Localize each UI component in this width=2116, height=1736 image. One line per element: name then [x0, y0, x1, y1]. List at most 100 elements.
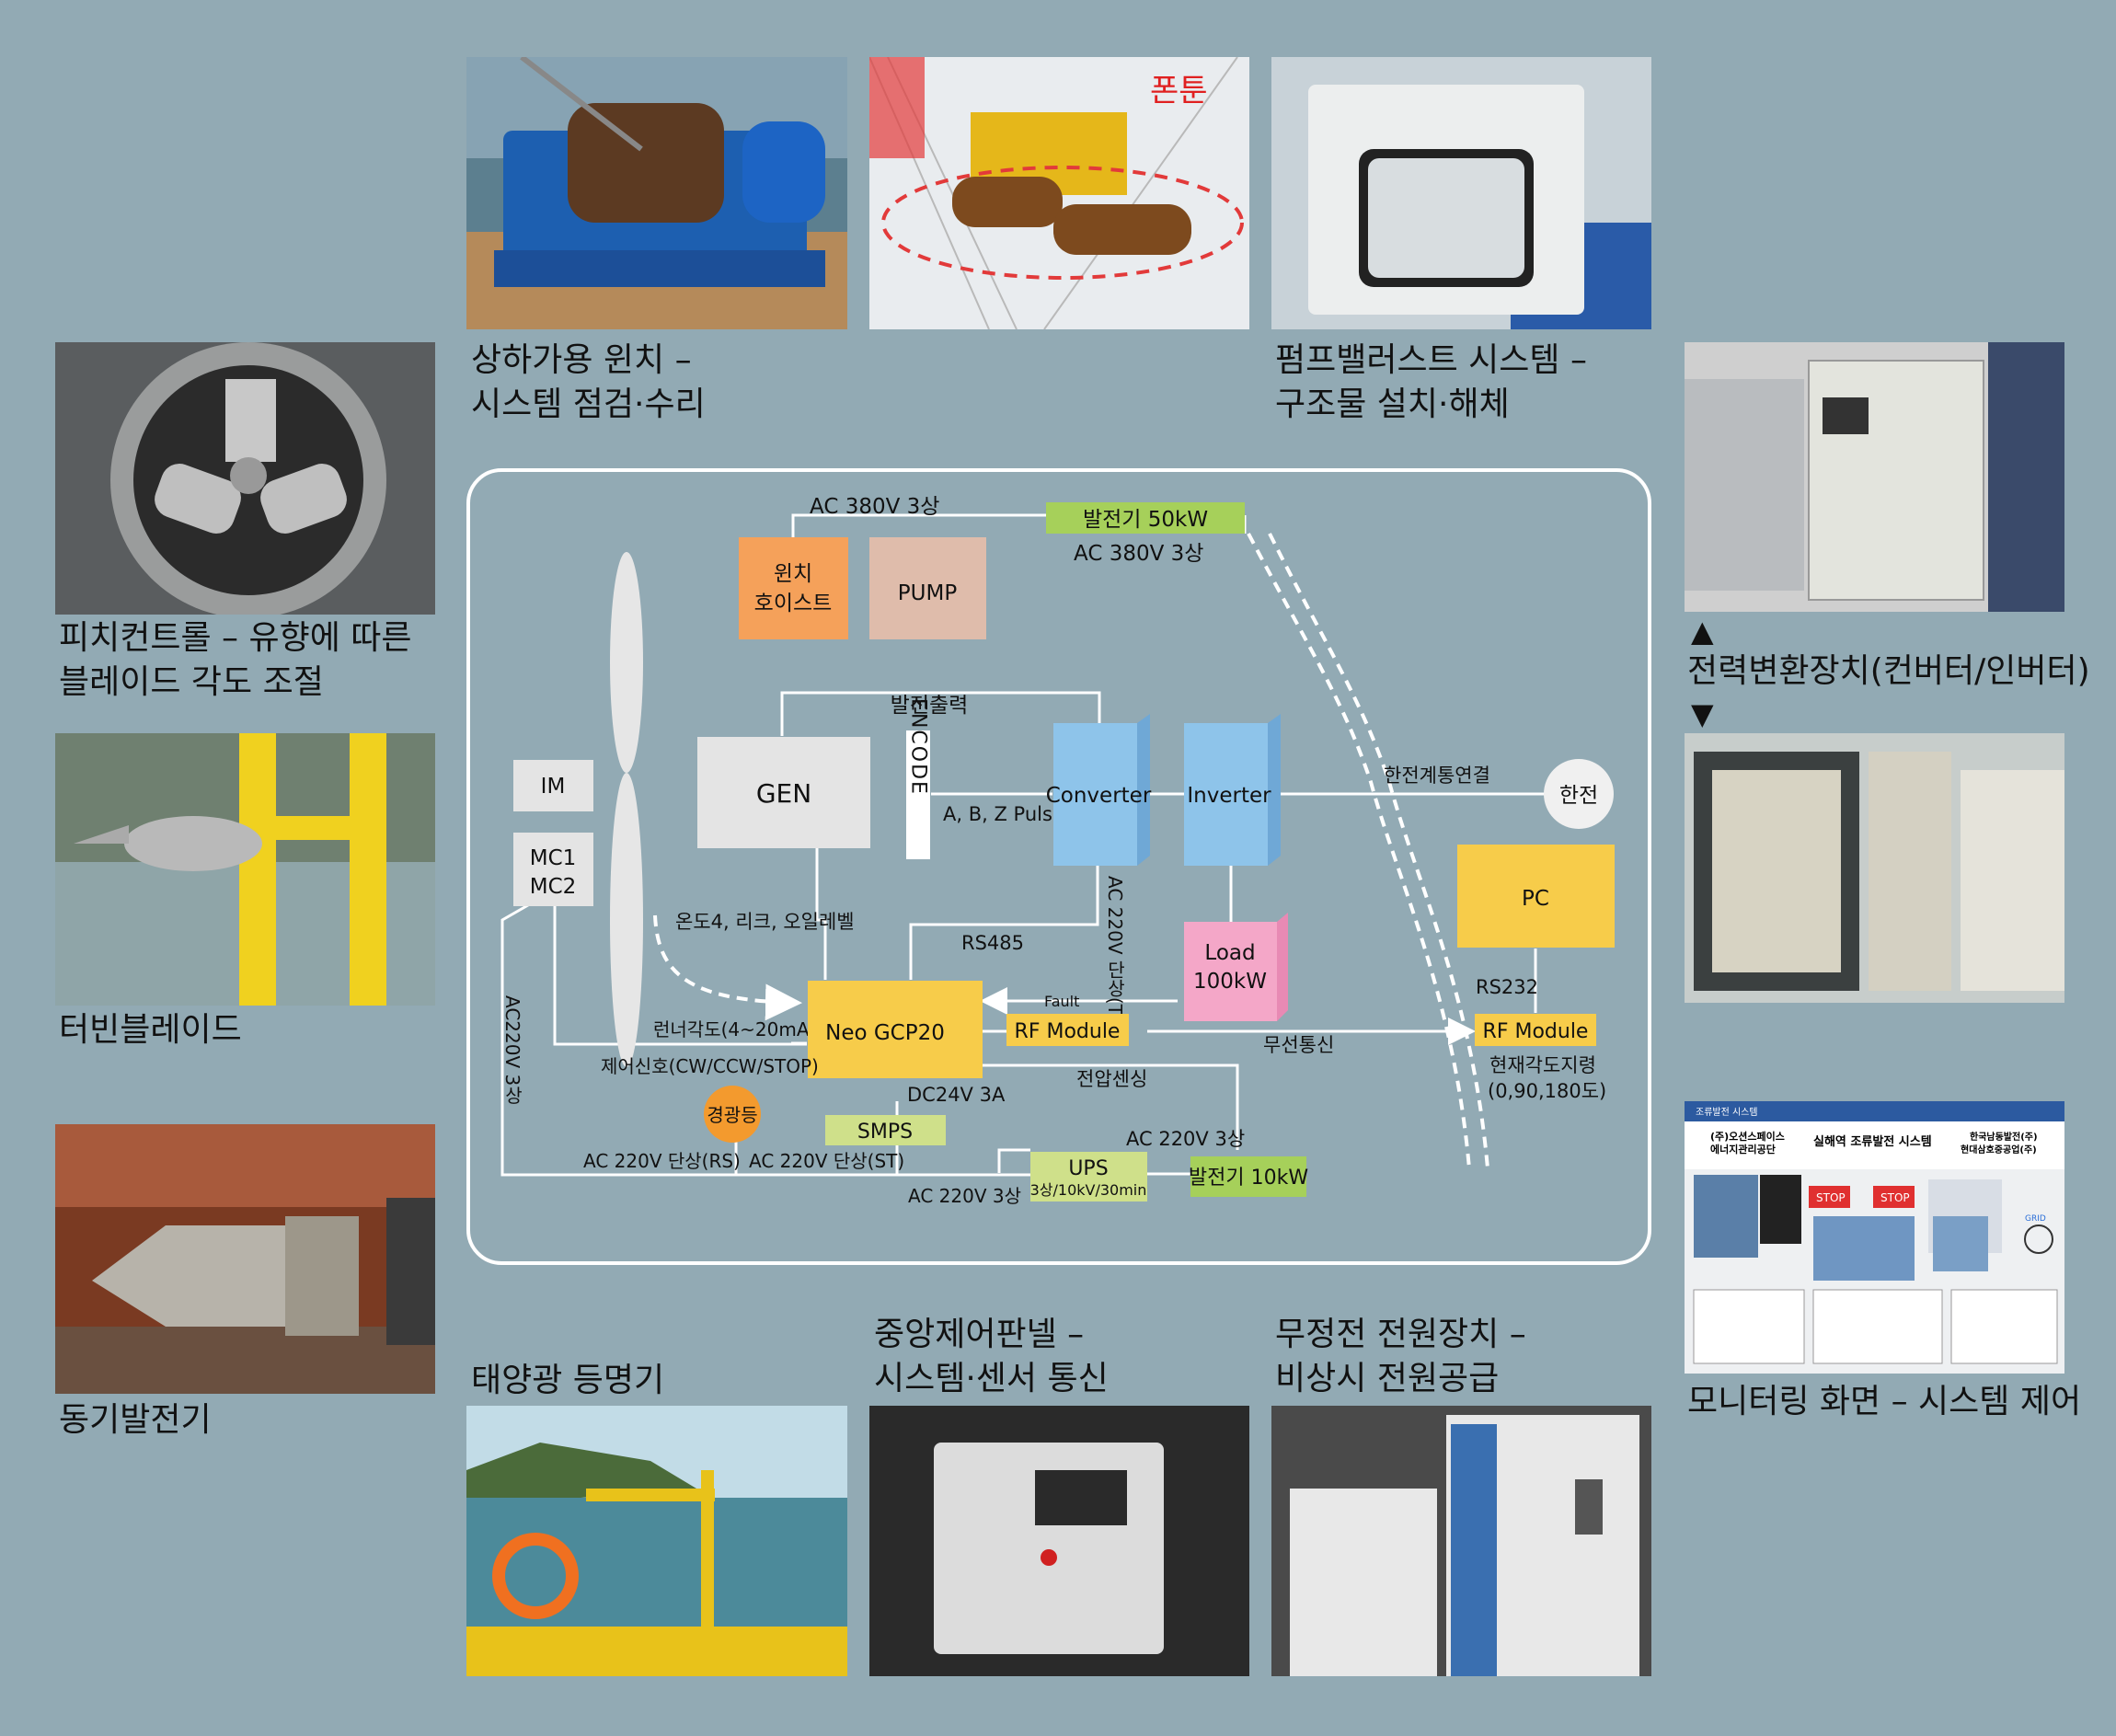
- pontoon-label: 폰툰: [1150, 73, 1208, 109]
- gen10-label: 발전기 10kW: [1189, 1167, 1308, 1190]
- gen50-label: 발전기 50kW: [1083, 508, 1208, 532]
- fault-label: Fault: [1044, 993, 1079, 1010]
- monitor-title: 조류발전 시스템: [1696, 1107, 1758, 1118]
- rf-module-1: [1006, 1014, 1129, 1046]
- abz-pulse-label: A, B, Z Pulse: [943, 803, 1064, 825]
- smps-label: SMPS: [857, 1121, 913, 1144]
- load-line2: 100kW: [1193, 970, 1267, 994]
- control-signal-label: 제어신호(CW/CCW/STOP): [601, 1055, 819, 1077]
- monitor-center-title: 실해역 조류발전 시스템: [1813, 1134, 1932, 1149]
- warning-light-label: 경광등: [707, 1104, 757, 1126]
- blade-caption: 터빈블레이드: [59, 1008, 242, 1052]
- ac220-tr-label: AC 220V 단상(TR): [1104, 876, 1126, 1036]
- kepco-node: [1544, 759, 1614, 829]
- rs485-label: RS485: [961, 932, 1024, 954]
- panel-caption: 중앙제어판넬 – 시스템·센서 통신: [874, 1313, 1109, 1401]
- mc1-label: MC1: [530, 846, 577, 870]
- pc-label: PC: [1522, 887, 1549, 911]
- monitor-caption: 모니터링 화면 – 시스템 제어: [1687, 1380, 2081, 1424]
- pump-caption-line2: 구조물 설치·해체: [1275, 385, 1510, 423]
- mc-box: [513, 833, 593, 906]
- pitch-caption-line1: 피치컨트롤 – 유향에 따른: [59, 619, 412, 657]
- turbine-blade-lower: [610, 773, 643, 1067]
- ups-box: [1030, 1152, 1147, 1201]
- pitch-caption-line2: 블레이드 각도 조절: [59, 663, 324, 701]
- monitor-screen: 조류발전 시스템 (주)오션스페이스 에너지관리공단 실해역 조류발전 시스템 …: [1685, 1101, 2064, 1374]
- neo-gcp20-label: Neo GCP20: [825, 1021, 945, 1045]
- rf-module-2-label: RF Module: [1483, 1020, 1589, 1043]
- angle-command-line1: 현재각도지령: [1489, 1054, 1596, 1076]
- dc24-label: DC24V 3A: [907, 1084, 1006, 1106]
- inverter-box: [1184, 723, 1268, 866]
- grid-connection-label: 한전계통연결: [1384, 765, 1490, 787]
- temp-label: 온도4, 리크, 오일레벨: [675, 911, 855, 933]
- warning-light: [704, 1086, 761, 1143]
- ac380-top-label: AC 380V 3상: [810, 495, 939, 519]
- gen-box: [697, 737, 870, 848]
- kepco-label: 한전: [1559, 784, 1598, 808]
- inverter-label: Inverter: [1187, 784, 1271, 808]
- ups-caption-line1: 무정전 전원장치 –: [1275, 1316, 1526, 1353]
- diagram-frame: [466, 468, 1651, 1265]
- winch-caption-line2: 시스템 점검·수리: [471, 385, 706, 423]
- monitor-stop2[interactable]: STOP: [1880, 1191, 1910, 1204]
- pitch-photo: [55, 342, 435, 615]
- pump-photo: [1271, 57, 1651, 329]
- smps-box: [825, 1115, 946, 1145]
- monitor-grid: GRID: [2025, 1214, 2046, 1224]
- ac380-right-label: AC 380V 3상: [1074, 542, 1203, 566]
- blade-caption-line1: 터빈블레이드: [59, 1011, 242, 1049]
- panel-photo: [869, 1406, 1249, 1676]
- converter-box: [1053, 723, 1137, 866]
- winch-photo: [466, 57, 847, 329]
- generator-caption-line1: 동기발전기: [59, 1401, 212, 1439]
- pontoon-photo: 폰툰: [869, 57, 1249, 329]
- pitch-caption: 피치컨트롤 – 유향에 따른 블레이드 각도 조절: [59, 616, 412, 705]
- converter-caption: 전력변환장치(컨버터/인버터): [1687, 650, 2090, 694]
- solar-photo: [466, 1406, 847, 1676]
- encode-label: ENCODE: [907, 698, 930, 796]
- pump-box: [869, 537, 986, 639]
- ups-sub-label: 3상/10kV/30min: [1030, 1181, 1147, 1199]
- monitor-org-left2: 에너지관리공단: [1710, 1143, 1776, 1155]
- ac220-left-label: AC220V 3상: [501, 995, 523, 1104]
- monitor-org-right: 한국남동발전(주): [1970, 1131, 2038, 1143]
- mc2-label: MC2: [530, 875, 577, 899]
- load-box: [1184, 922, 1277, 1021]
- panel-caption-line2: 시스템·센서 통신: [874, 1360, 1109, 1397]
- rs232-label: RS232: [1476, 976, 1538, 998]
- angle-command-line2: (0,90,180도): [1488, 1080, 1606, 1102]
- converter-closed-photo: [1685, 342, 2064, 612]
- ups-caption-line2: 비상시 전원공급: [1275, 1360, 1500, 1397]
- arrow-up-icon: ▲: [1691, 614, 1714, 649]
- monitor-caption-line1: 모니터링 화면 – 시스템 제어: [1687, 1383, 2082, 1420]
- runner-angle-label: 런너각도(4~20mA): [653, 1018, 816, 1040]
- converter-caption-line1: 전력변환장치(컨버터/인버터): [1687, 652, 2090, 690]
- ups-caption: 무정전 전원장치 – 비상시 전원공급: [1275, 1313, 1526, 1401]
- voltage-sensing-label: 전압센싱: [1076, 1068, 1147, 1090]
- winch-box: [739, 537, 848, 639]
- blade-photo: [55, 733, 435, 1006]
- generator-photo: [55, 1124, 435, 1394]
- winch-box-line1: 윈치: [774, 562, 812, 586]
- monitor-org-right2: 현대삼호중공업(주): [1961, 1144, 2037, 1155]
- converter-label: Converter: [1046, 784, 1152, 808]
- gen-output-label: 발전출력: [891, 694, 969, 718]
- generator-caption: 동기발전기: [59, 1398, 212, 1443]
- wireless-label: 무선통신: [1263, 1034, 1334, 1056]
- pump-caption-line1: 펌프밸러스트 시스템 –: [1275, 341, 1587, 379]
- pc-box: [1457, 845, 1615, 948]
- monitor-org-left: (주)오션스페이스: [1710, 1130, 1785, 1143]
- encode-box: [906, 730, 930, 859]
- ac220-3phase-label: AC 220V 3상: [1126, 1128, 1245, 1150]
- panel-caption-line1: 중앙제어판넬 –: [874, 1316, 1085, 1353]
- winch-box-line2: 호이스트: [754, 592, 833, 615]
- ac220-bottom-label: AC 220V 3상: [908, 1185, 1021, 1207]
- monitor-stop1[interactable]: STOP: [1816, 1191, 1846, 1204]
- gen10-box: [1190, 1156, 1306, 1197]
- pump-box-label: PUMP: [898, 581, 958, 605]
- solar-caption: 태양광 등명기: [471, 1359, 664, 1403]
- rf-module-1-label: RF Module: [1015, 1020, 1121, 1043]
- ups-label: UPS: [1068, 1157, 1108, 1180]
